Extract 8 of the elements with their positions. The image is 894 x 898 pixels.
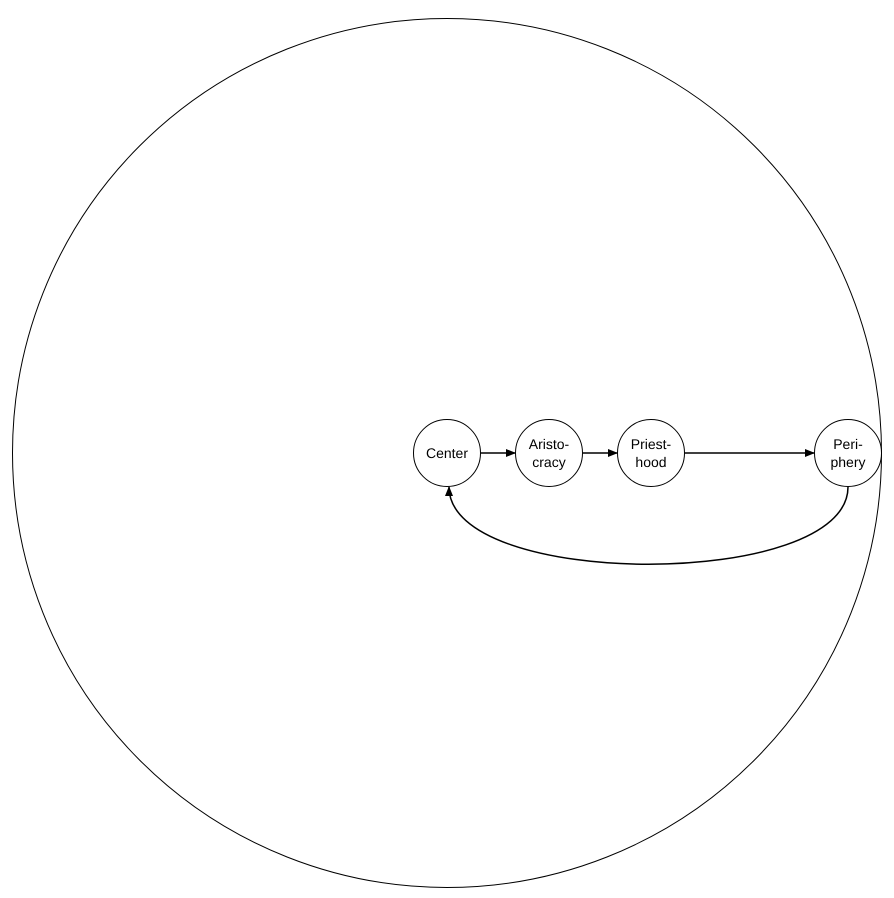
node-label: Center xyxy=(424,444,470,462)
arrow xyxy=(583,449,618,457)
node-label: Priest- hood xyxy=(630,435,672,471)
arrow xyxy=(481,449,516,457)
arrow xyxy=(685,449,815,457)
node-label: Peri- phery xyxy=(829,435,867,471)
node-label: Aristo- cracy xyxy=(528,435,570,471)
arrow xyxy=(448,486,849,565)
